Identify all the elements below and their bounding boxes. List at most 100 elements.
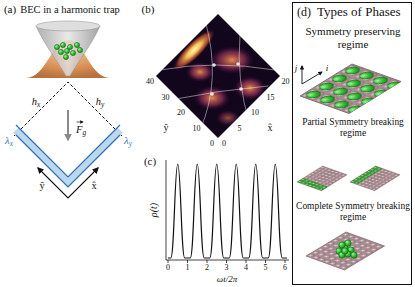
lattice-wells: [306, 232, 385, 270]
atom: [74, 42, 79, 47]
subscript: g: [82, 128, 86, 137]
phase-panel: (d) Types of PhasesSymmetry preserving re…: [292, 2, 412, 285]
atoms-partial: [350, 166, 383, 185]
atom: [77, 47, 82, 52]
axis-label: j: [295, 64, 298, 73]
atom: [60, 42, 65, 47]
atoms-uniform: [300, 64, 401, 114]
tick-label: 6: [283, 264, 287, 272]
axis-label: ρ(t): [149, 203, 159, 217]
atom-cloud: [54, 42, 82, 59]
tick-label: 1: [186, 264, 190, 272]
grid-curve: [170, 86, 268, 100]
atom: [339, 242, 345, 248]
grid-dots: [210, 62, 243, 96]
subscript: y: [101, 100, 104, 109]
atom: [342, 248, 348, 254]
gravity-arrow: [67, 110, 69, 140]
tick-label: 4: [244, 264, 248, 272]
tick-label: 5: [238, 125, 242, 133]
tick-label: 0: [166, 264, 170, 272]
panel-letter: (c): [144, 156, 156, 167]
vector-arrow: [77, 122, 84, 123]
height-label: hx: [32, 97, 41, 108]
regime-label: Complete Symmetry breaking regime: [295, 201, 411, 223]
grid-curve: [200, 20, 212, 130]
symbol: F: [76, 124, 82, 135]
subscript: x: [10, 139, 13, 148]
lattice-surface: [300, 64, 401, 114]
atom: [63, 54, 68, 59]
trap-rim: [36, 21, 100, 31]
height-label: hy: [96, 97, 105, 108]
lattice-wells: [300, 64, 401, 114]
wavelength-label: λy: [124, 136, 132, 147]
lattice-surface: [306, 232, 385, 270]
tick-label: 3: [225, 264, 229, 272]
panel-letter: (b): [142, 4, 155, 15]
tick-label: 5: [264, 264, 268, 272]
axis-label: x̂: [91, 181, 96, 192]
grid-dot: [210, 92, 214, 96]
axis-label: ŷ: [164, 123, 169, 133]
atom: [351, 252, 357, 258]
panel-title: BEC in a harmonic trap: [20, 5, 120, 16]
grid-curves: [160, 20, 275, 130]
trap-funnel: [36, 26, 100, 76]
atom: [70, 50, 75, 55]
panel-letter: (a): [4, 4, 16, 15]
atom: [64, 48, 69, 53]
grid-dot: [212, 63, 216, 67]
regime-label: Symmetry preserving regime: [297, 25, 409, 50]
grid-curve: [239, 35, 250, 125]
grid-dot: [236, 62, 240, 66]
tick-label: 2: [205, 264, 209, 272]
atom: [54, 44, 59, 49]
tick-label: 20: [282, 78, 290, 86]
axis-label: ωt/2π: [217, 275, 237, 284]
density-blob: [194, 86, 230, 110]
axis-label: x̂: [268, 123, 273, 133]
lattice-wells: [297, 166, 347, 191]
tick-label: 30: [162, 94, 170, 102]
density-curve: [168, 164, 287, 258]
subscript: y: [129, 139, 132, 148]
wavelength-label: λx: [5, 136, 13, 147]
tick-label: 15: [267, 94, 275, 102]
grid-curve: [160, 65, 275, 70]
lattice-edge: [16, 135, 120, 187]
panel-letter: (d): [297, 6, 311, 20]
tick-label: 20: [177, 109, 185, 117]
symbol: λ: [124, 135, 129, 146]
symbol: h: [32, 96, 37, 107]
regime-label: Partial Symmetry breaking regime: [295, 117, 411, 139]
tick-label: 10: [251, 109, 259, 117]
lattice-surface: [297, 166, 347, 191]
density-blob: [216, 110, 240, 126]
heatmap-ground: [150, 10, 285, 145]
axis-label: ŷ: [39, 181, 44, 192]
force-label: Fg: [76, 125, 86, 136]
symbol: λ: [5, 135, 10, 146]
axis-arrows: [38, 168, 98, 198]
density-heatmap: [150, 10, 285, 145]
grid-dot: [239, 87, 243, 91]
tick-label: 0: [222, 140, 226, 148]
tick-marks: [168, 260, 285, 263]
subscript: x: [37, 100, 40, 109]
plot-axes: [166, 160, 289, 260]
density-blob: [210, 46, 254, 74]
axis-label: i: [326, 64, 329, 73]
lattice-axes: [302, 66, 322, 84]
tick-label: 40: [146, 78, 154, 86]
lattice-surface: [350, 166, 400, 191]
panel-title: Types of Phases: [317, 5, 401, 20]
atom: [58, 49, 63, 54]
lattice-wells: [350, 166, 400, 191]
tick-label: 0: [210, 140, 214, 148]
atom: [345, 240, 351, 246]
symbol: h: [96, 96, 101, 107]
atoms-partial: [297, 178, 328, 191]
atom-cluster: [336, 240, 357, 258]
